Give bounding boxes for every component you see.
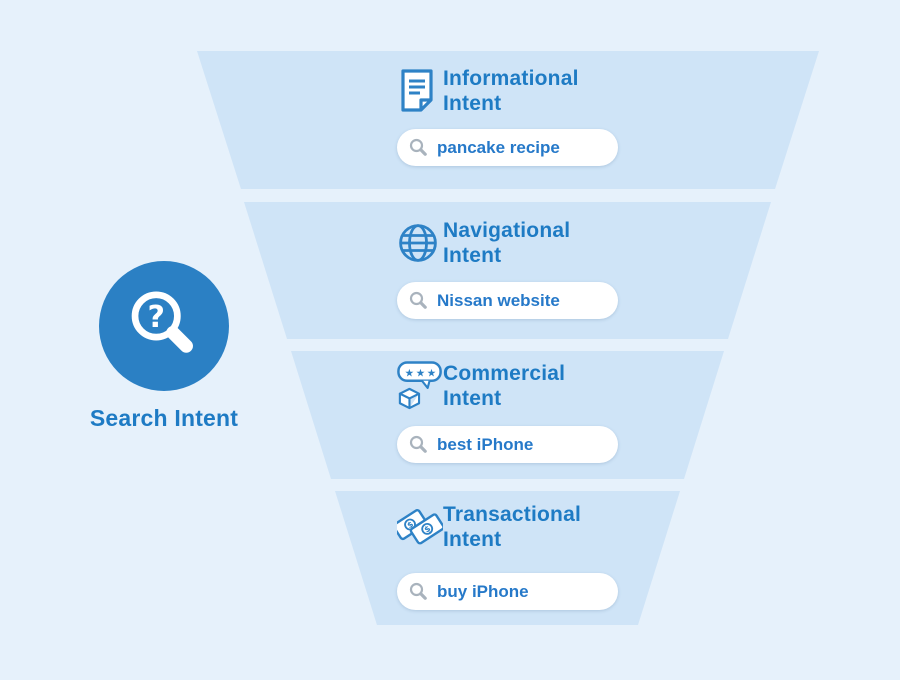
search-icon — [409, 582, 428, 601]
magnifier-question-icon: ? — [125, 287, 203, 365]
globe-icon — [397, 222, 443, 264]
example-search-box-transactional: buy iPhone — [397, 573, 618, 610]
example-search-box-informational: pancake recipe — [397, 129, 618, 166]
document-icon — [397, 68, 443, 115]
level-title-line2: Intent — [443, 387, 502, 410]
level-navigational-heading: Navigational Intent — [397, 217, 570, 269]
level-title-line1: Navigational — [443, 219, 571, 242]
svg-text:$: $ — [406, 519, 416, 530]
banknotes-icon: $ $ — [397, 502, 443, 552]
level-title-line1: Commercial — [443, 362, 566, 385]
example-query: best iPhone — [437, 434, 534, 454]
search-intent-label: Search Intent — [89, 405, 239, 431]
svg-text:★: ★ — [427, 367, 436, 379]
example-query: buy iPhone — [437, 581, 529, 601]
svg-text:★: ★ — [416, 367, 425, 379]
level-title: Informational Intent — [443, 66, 579, 116]
level-title-line2: Intent — [443, 92, 502, 115]
level-commercial-heading: ★ ★ ★ Commercial Intent — [397, 360, 565, 412]
svg-text:?: ? — [147, 300, 164, 335]
level-title-line1: Transactional — [443, 503, 581, 526]
search-intent-circle: ? — [99, 261, 229, 391]
search-icon — [409, 435, 428, 454]
funnel-level-informational-band — [197, 51, 819, 189]
svg-text:★: ★ — [405, 367, 414, 379]
svg-text:$: $ — [423, 524, 433, 535]
example-query: pancake recipe — [437, 137, 560, 157]
level-title: Commercial Intent — [443, 361, 565, 411]
example-query: Nissan website — [437, 290, 560, 310]
review-product-icon: ★ ★ ★ — [397, 360, 443, 412]
example-search-box-commercial: best iPhone — [397, 426, 618, 463]
level-title-line2: Intent — [443, 528, 502, 551]
search-icon — [409, 291, 428, 310]
level-title: Navigational Intent — [443, 218, 570, 268]
level-informational-heading: Informational Intent — [397, 65, 579, 117]
search-icon — [409, 138, 428, 157]
level-title-line2: Intent — [443, 244, 502, 267]
level-transactional-heading: $ $ Transactional Intent — [397, 501, 581, 553]
level-title: Transactional Intent — [443, 502, 581, 552]
level-title-line1: Informational — [443, 67, 579, 90]
example-search-box-navigational: Nissan website — [397, 282, 618, 319]
